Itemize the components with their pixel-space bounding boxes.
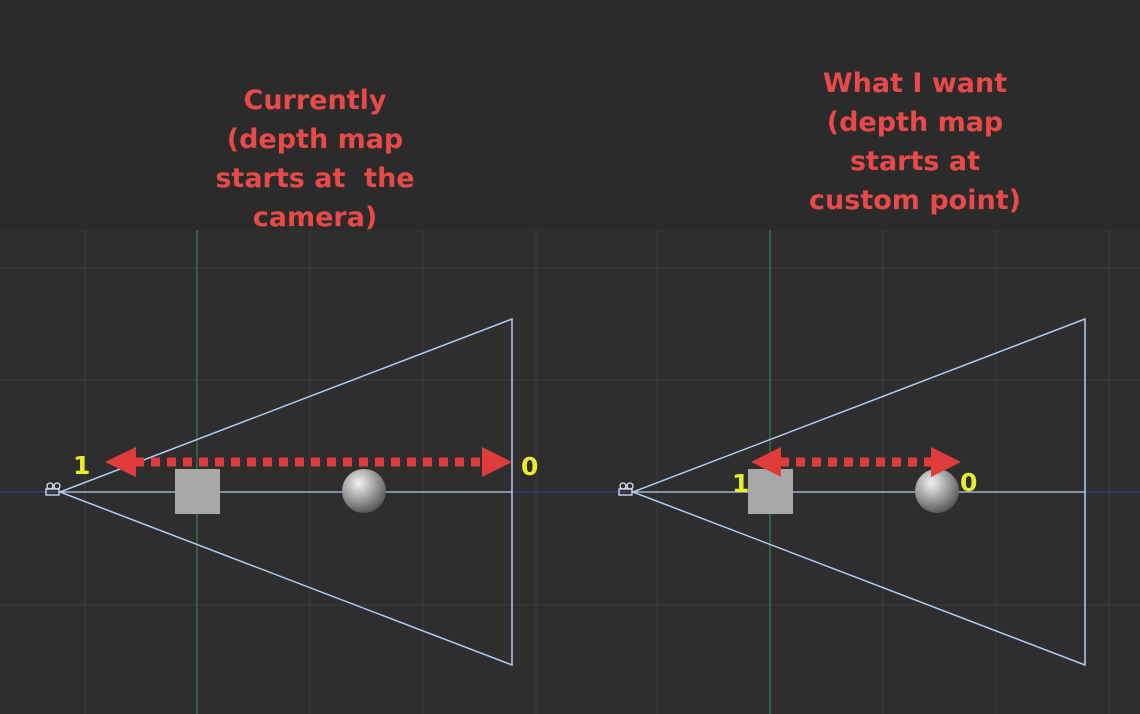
caption-line: custom point)	[809, 185, 1021, 216]
sphere	[342, 469, 386, 513]
caption-current: Currently (depth map starts at the camer…	[205, 81, 425, 237]
caption-line: camera)	[252, 202, 378, 233]
sphere	[915, 469, 959, 513]
depth-range-arrow	[751, 447, 961, 477]
depth-far-label: 0	[960, 468, 977, 497]
caption-line: What I want	[822, 68, 1008, 99]
caption-line: starts at	[849, 146, 981, 177]
depth-range-arrow	[105, 447, 512, 477]
right-panel: 1 0	[618, 317, 1086, 667]
viewport-grid	[0, 230, 1140, 714]
camera-icon	[45, 482, 61, 496]
camera-icon	[618, 482, 634, 496]
cube	[175, 469, 220, 514]
caption-area	[0, 0, 1140, 230]
caption-line: (depth map	[226, 124, 404, 155]
caption-wanted: What I want (depth map starts at custom …	[790, 64, 1040, 220]
caption-line: starts at the	[215, 163, 415, 194]
caption-line: (depth map	[826, 107, 1004, 138]
cube	[748, 469, 793, 514]
caption-line: Currently	[243, 85, 387, 116]
depth-near-label: 1	[73, 451, 90, 480]
depth-near-label: 1	[732, 469, 749, 498]
depth-far-label: 0	[521, 452, 538, 481]
left-panel: 1 0	[45, 317, 538, 667]
